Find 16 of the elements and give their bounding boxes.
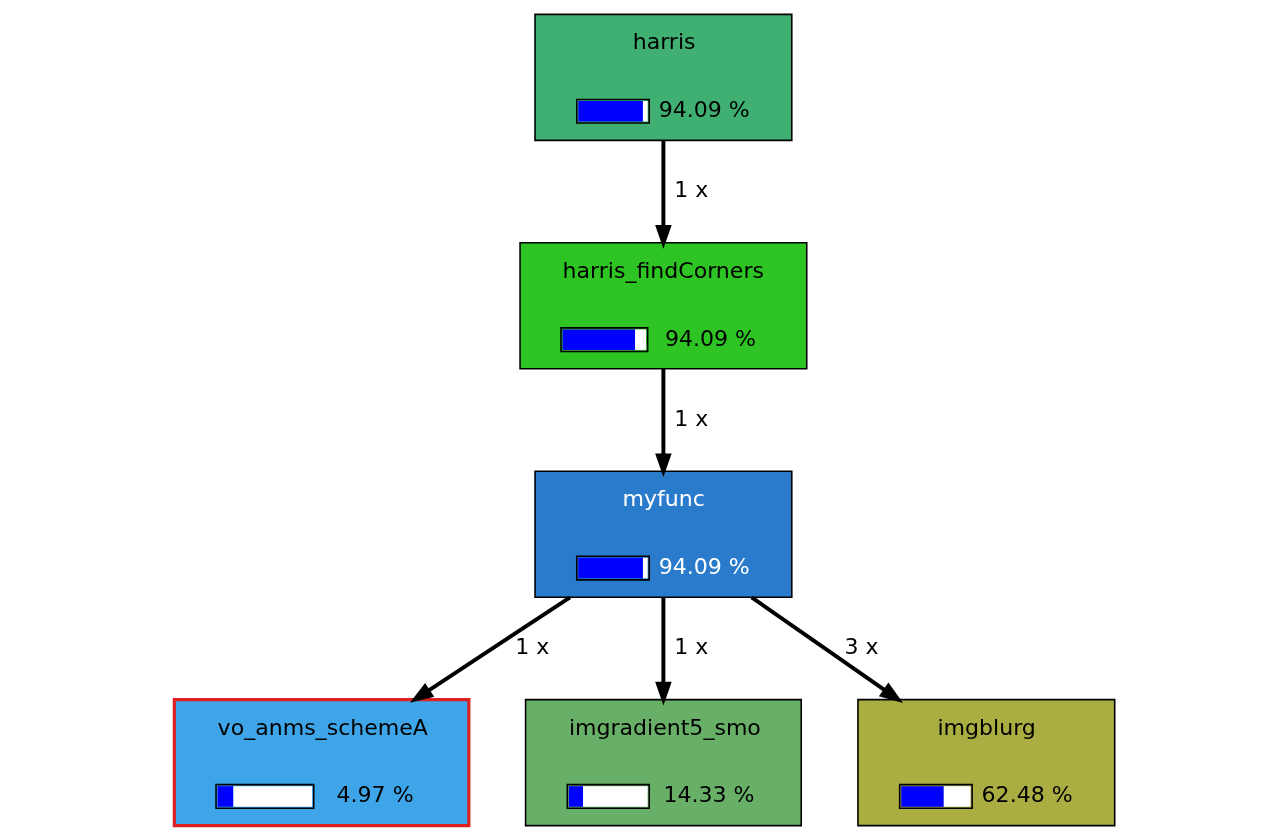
node-box: imgblurg 62.48 %: [856, 698, 1115, 827]
node-box: harris 94.09 %: [533, 13, 793, 142]
arrow: [409, 595, 571, 703]
arrow: [654, 140, 672, 249]
arrow: [654, 597, 672, 706]
node-box: harris_findCorners 94.09 %: [518, 242, 808, 370]
edge-label: 1 x: [514, 634, 549, 660]
node-box: vo_anms_schemeA 4.97 %: [172, 698, 470, 828]
edge-label: 1 x: [673, 405, 708, 431]
arrow: [750, 595, 903, 703]
arrow: [654, 368, 672, 478]
edge-label: 1 x: [673, 177, 708, 203]
edge-label: 3 x: [843, 634, 878, 660]
node-box: imgradient5_smo 14.33 %: [524, 698, 802, 827]
edge-label: 1 x: [673, 634, 708, 660]
node-box: myfunc 94.09 %: [533, 470, 793, 598]
